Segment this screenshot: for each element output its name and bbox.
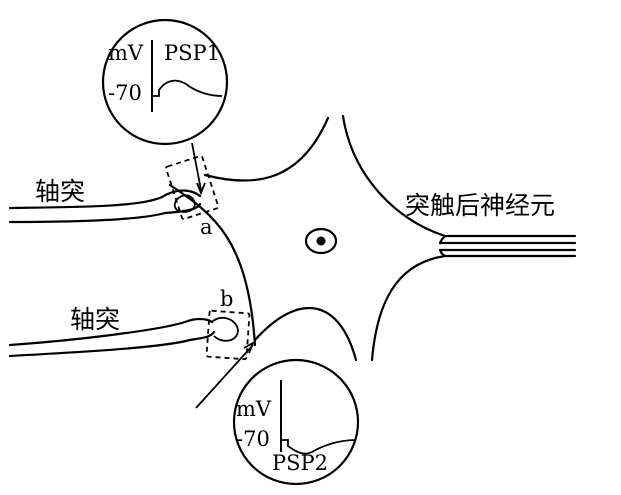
inset-psp1-resting: -70 [108,81,142,105]
inset-psp2-title: PSP2 [272,451,328,475]
inset-psp2-resting: -70 [236,427,270,451]
axon-label-bottom: 轴突 [70,305,120,334]
synapse-b-label: b [220,287,233,311]
axon-terminal-a [175,195,195,212]
electrode-top [192,143,201,190]
axon-label-top: 轴突 [35,177,85,206]
nucleolus [317,237,326,246]
inset-psp1-unit: mV [108,41,144,65]
neuron-outline-lower-left [255,308,356,360]
neuron-outline-upper-left [205,118,328,181]
neuron-outline-lower-right [372,256,445,360]
axon-terminal-b [212,318,238,341]
postsynaptic-neuron-label: 突触后神经元 [405,191,555,220]
inset-psp1-title: PSP1 [164,41,220,65]
synapse-a-label: a [200,215,213,239]
inset-psp2-unit: mV [236,397,272,421]
electrode-bottom-tip [244,343,253,353]
